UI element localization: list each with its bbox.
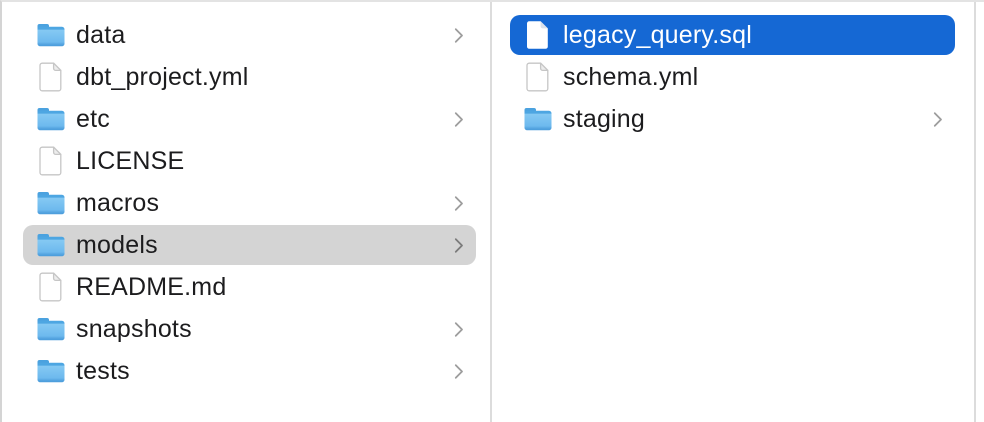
document-icon (36, 62, 66, 92)
chevron-right-icon (933, 111, 943, 128)
item-label: snapshots (76, 314, 192, 343)
finder-column-empty (976, 2, 984, 422)
row-license[interactable]: LICENSE (23, 141, 476, 181)
chevron-right-icon (454, 195, 464, 212)
row-data[interactable]: data (23, 15, 476, 55)
chevron-right-icon (454, 237, 464, 254)
document-icon (523, 62, 553, 92)
item-label: etc (76, 104, 110, 133)
row-snapshots[interactable]: snapshots (23, 309, 476, 349)
folder-icon (36, 356, 66, 386)
item-label: data (76, 20, 126, 49)
row-models-selected[interactable]: models (23, 225, 476, 265)
folder-icon (523, 104, 553, 134)
folder-icon (36, 188, 66, 218)
chevron-right-icon (454, 111, 464, 128)
finder-column-child: legacy_query.sql schema.yml staging (492, 2, 976, 422)
row-etc[interactable]: etc (23, 99, 476, 139)
item-label: README.md (76, 272, 227, 301)
item-label: models (76, 230, 158, 259)
folder-icon (36, 314, 66, 344)
row-readme-md[interactable]: README.md (23, 267, 476, 307)
row-macros[interactable]: macros (23, 183, 476, 223)
folder-icon (36, 230, 66, 260)
item-label: tests (76, 356, 130, 385)
chevron-right-icon (454, 363, 464, 380)
item-label: macros (76, 188, 160, 217)
item-label: dbt_project.yml (76, 62, 249, 91)
document-icon (523, 20, 553, 50)
item-label: legacy_query.sql (563, 20, 752, 49)
item-label: LICENSE (76, 146, 185, 175)
row-schema-yml[interactable]: schema.yml (510, 57, 955, 97)
item-label: staging (563, 104, 646, 133)
row-legacy-query-sql-selected[interactable]: legacy_query.sql (510, 15, 955, 55)
folder-icon (36, 20, 66, 50)
row-tests[interactable]: tests (23, 351, 476, 391)
chevron-right-icon (454, 321, 464, 338)
folder-icon (36, 104, 66, 134)
row-staging[interactable]: staging (510, 99, 955, 139)
finder-column-parent: data dbt_project.yml etc LICENSE (2, 2, 492, 422)
document-icon (36, 272, 66, 302)
document-icon (36, 146, 66, 176)
row-dbt-project-yml[interactable]: dbt_project.yml (23, 57, 476, 97)
chevron-right-icon (454, 27, 464, 44)
item-label: schema.yml (563, 62, 699, 91)
